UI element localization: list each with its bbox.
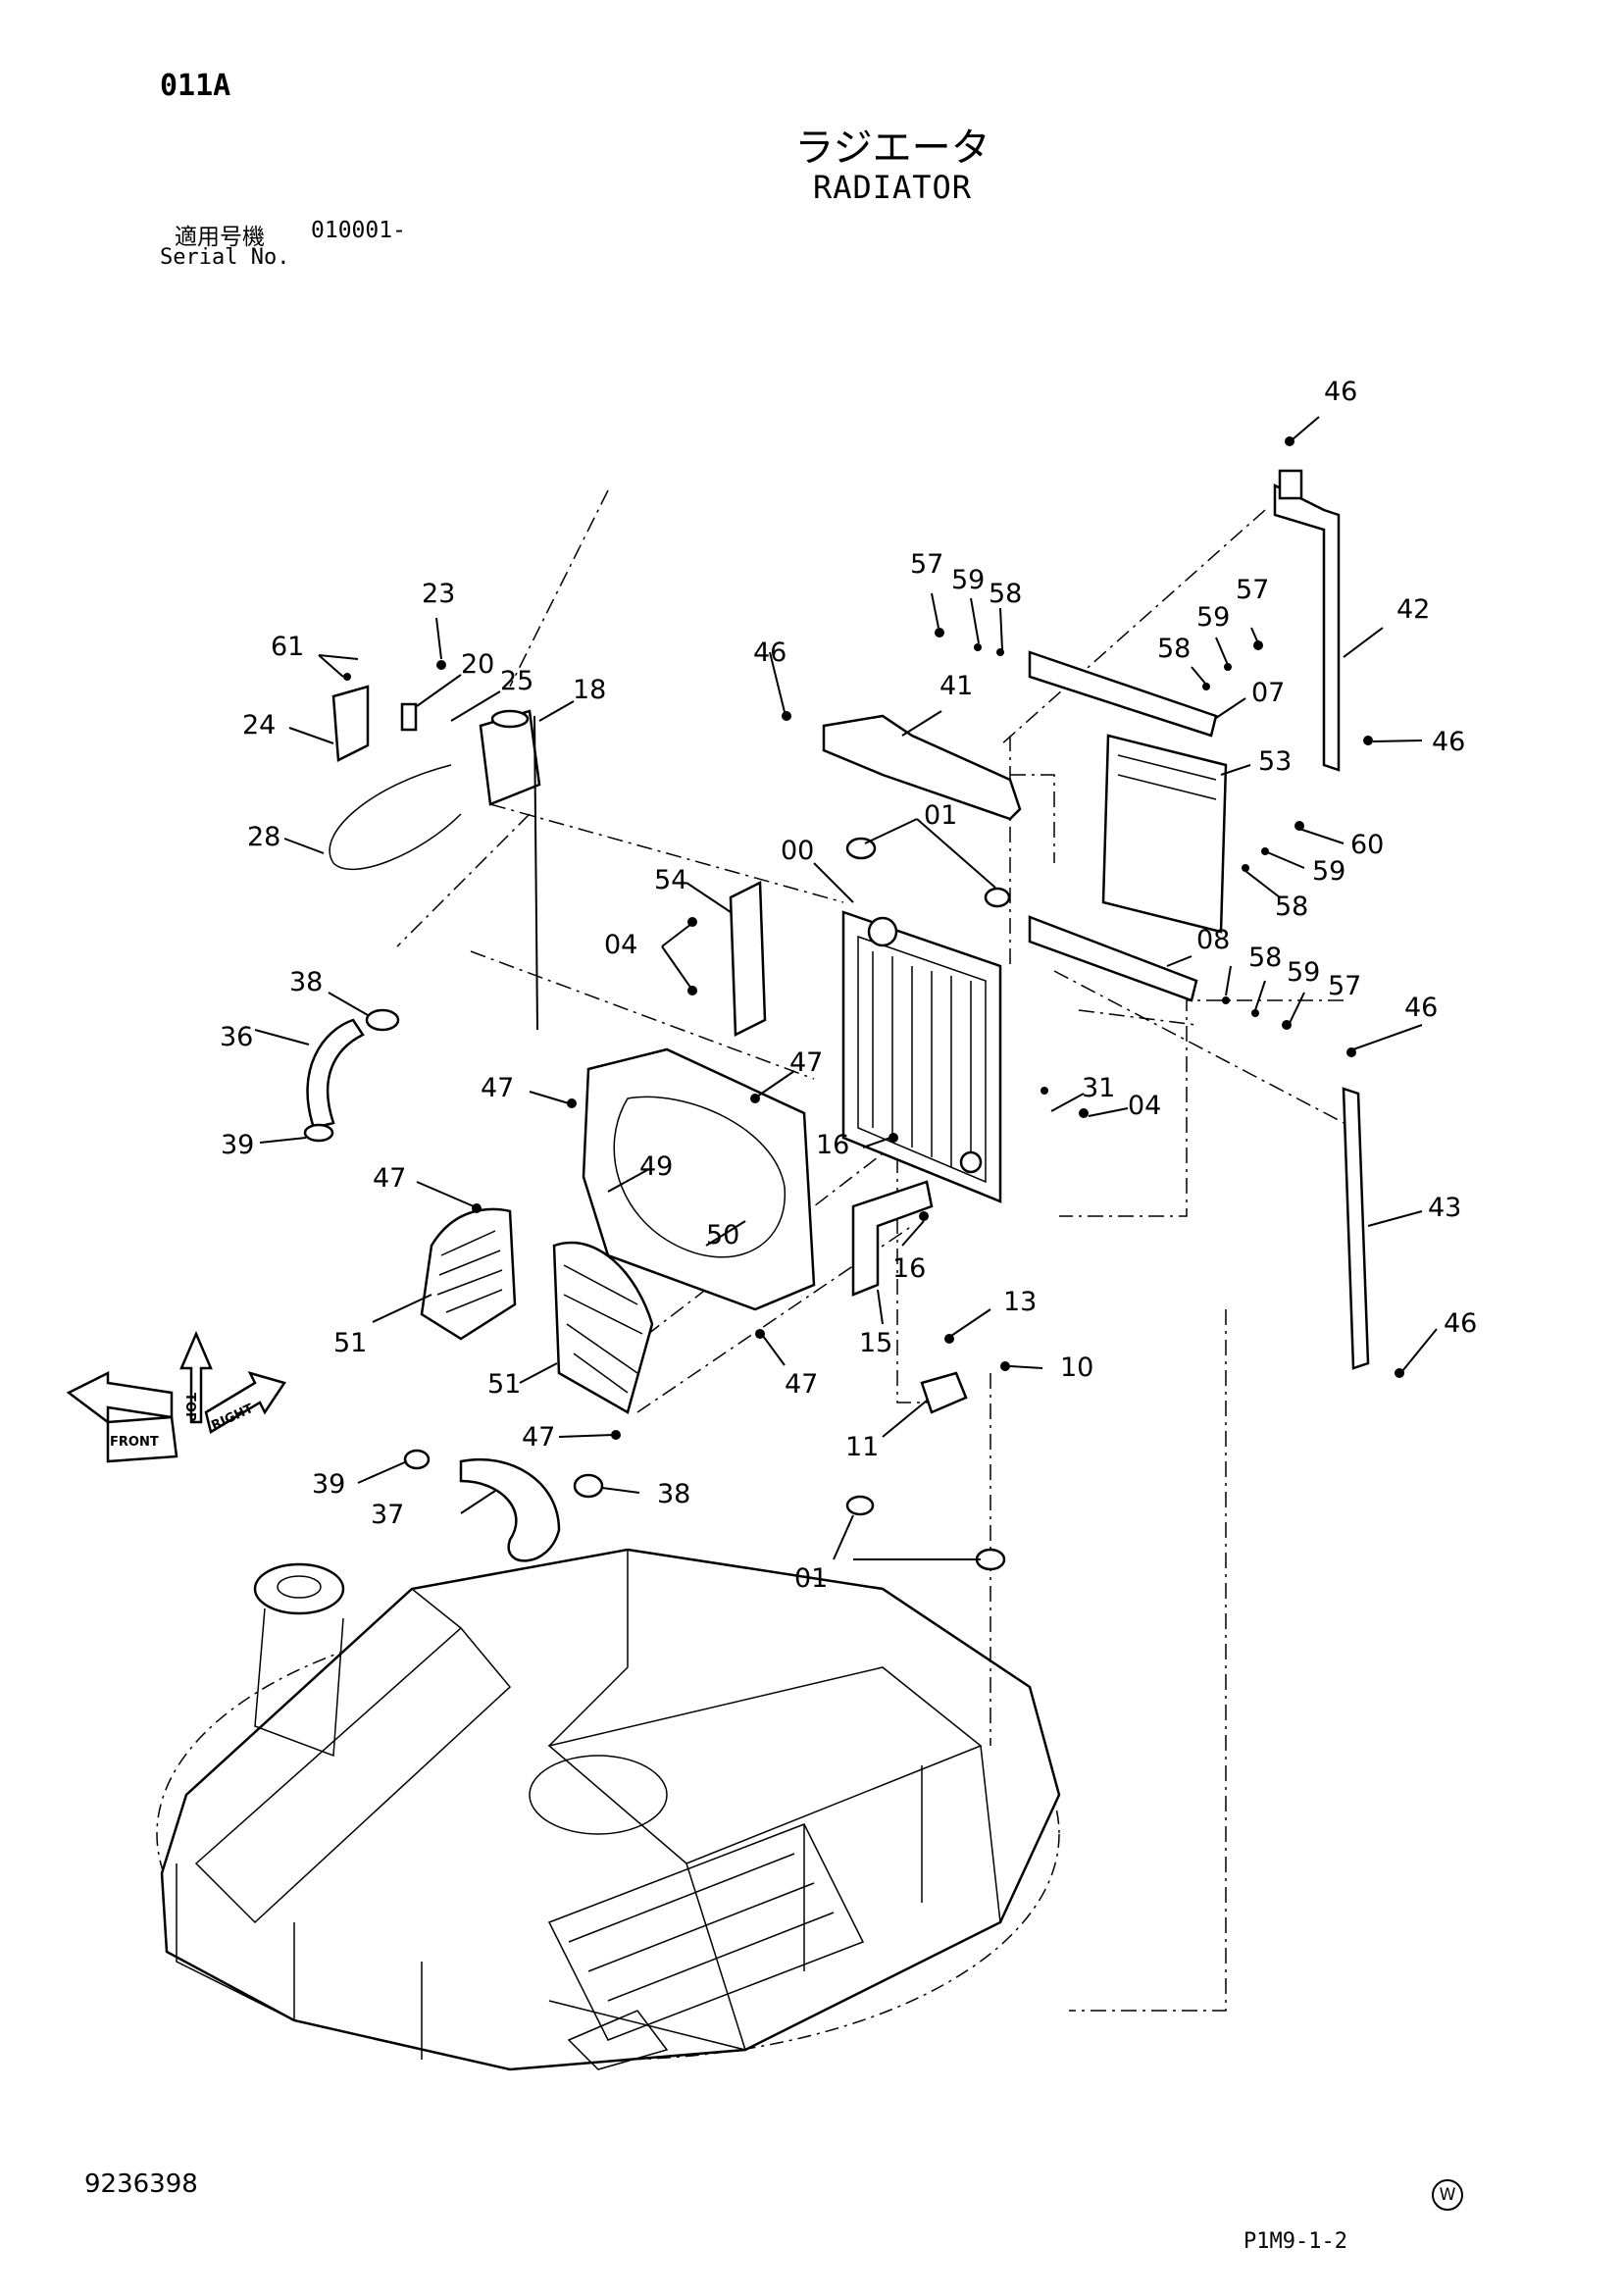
- callout-04: 04: [604, 930, 637, 960]
- callout-57: 57: [1328, 971, 1361, 1001]
- page-reference: P1M9-1-2: [1243, 2229, 1347, 2254]
- title-english: RADIATOR: [812, 169, 973, 206]
- drawing-number: 9236398: [84, 2169, 198, 2199]
- callout-47: 47: [481, 1073, 514, 1103]
- callout-15: 15: [859, 1328, 892, 1358]
- callout-57: 57: [910, 549, 943, 580]
- callout-39: 39: [312, 1469, 345, 1500]
- parts: [303, 469, 1370, 1571]
- serial-number-value: 010001-: [311, 218, 406, 243]
- callout-53: 53: [1258, 746, 1292, 777]
- callout-49: 49: [639, 1151, 673, 1182]
- callout-59: 59: [1196, 602, 1230, 633]
- callout-51: 51: [487, 1369, 521, 1400]
- callout-25: 25: [500, 666, 533, 696]
- leader-lines: [254, 416, 1438, 1560]
- serial-label-english: Serial No.: [160, 245, 290, 270]
- callout-38: 38: [657, 1479, 690, 1509]
- callout-07: 07: [1251, 678, 1285, 708]
- callout-16: 16: [892, 1253, 926, 1284]
- callout-36: 36: [220, 1022, 253, 1052]
- callout-46: 46: [753, 638, 787, 668]
- callout-31: 31: [1082, 1073, 1115, 1103]
- callout-46: 46: [1432, 727, 1465, 757]
- callout-59: 59: [951, 565, 985, 595]
- callout-47: 47: [785, 1369, 818, 1400]
- callout-10: 10: [1060, 1352, 1093, 1383]
- callout-04: 04: [1128, 1091, 1161, 1121]
- callout-28: 28: [247, 822, 280, 852]
- title-japanese: ラジエータ: [794, 126, 990, 171]
- orientation-indicator: FRONT TOP RIGHT: [66, 1330, 286, 1463]
- callout-20: 20: [461, 649, 494, 680]
- callout-37: 37: [371, 1500, 404, 1530]
- callout-08: 08: [1196, 925, 1230, 955]
- callout-38: 38: [289, 967, 323, 997]
- callout-46: 46: [1444, 1308, 1477, 1339]
- callout-23: 23: [422, 579, 455, 609]
- callout-39: 39: [221, 1130, 254, 1160]
- page-code: 011A: [160, 69, 231, 103]
- callout-58: 58: [1157, 634, 1191, 664]
- callout-51: 51: [333, 1328, 367, 1358]
- callout-46: 46: [1404, 993, 1438, 1023]
- w-mark: W: [1432, 2179, 1463, 2211]
- callout-61: 61: [271, 632, 304, 662]
- callout-58: 58: [1248, 943, 1282, 973]
- callout-58: 58: [1275, 892, 1308, 922]
- callout-47: 47: [522, 1422, 555, 1453]
- orientation-top-label: TOP: [182, 1393, 197, 1421]
- callout-60: 60: [1350, 830, 1384, 860]
- serial-label-japanese: 適用号機: [175, 225, 265, 250]
- callout-59: 59: [1287, 957, 1320, 988]
- callout-11: 11: [845, 1432, 879, 1462]
- callout-00: 00: [781, 836, 814, 866]
- callout-47: 47: [373, 1163, 406, 1194]
- callout-47: 47: [789, 1047, 823, 1078]
- callout-42: 42: [1396, 594, 1430, 625]
- callout-58: 58: [989, 579, 1022, 609]
- callout-labels: 46 42 57 59 58 57 59 58 07 46 23 61 20 2…: [220, 377, 1477, 1594]
- callout-41: 41: [939, 671, 973, 701]
- orientation-front-label: FRONT: [110, 1435, 159, 1450]
- callout-43: 43: [1428, 1193, 1461, 1223]
- callout-54: 54: [654, 865, 687, 895]
- callout-59: 59: [1312, 856, 1345, 887]
- callout-18: 18: [573, 675, 606, 705]
- callout-16: 16: [816, 1130, 849, 1160]
- upper-frame-drawing: [156, 1548, 1061, 2071]
- callout-01: 01: [924, 800, 957, 831]
- callout-50: 50: [706, 1220, 739, 1250]
- callout-46: 46: [1324, 377, 1357, 407]
- callout-01: 01: [794, 1563, 828, 1594]
- callout-13: 13: [1003, 1287, 1037, 1317]
- callout-24: 24: [242, 710, 276, 740]
- callout-57: 57: [1236, 575, 1269, 605]
